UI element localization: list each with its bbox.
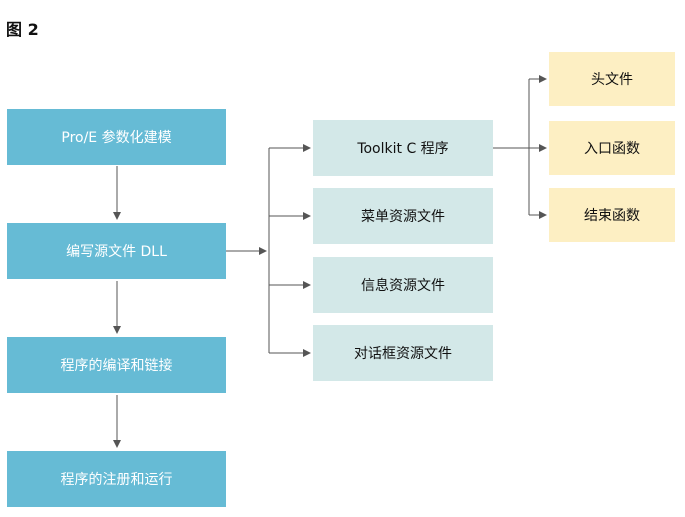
source-toolkit-c: Toolkit C 程序 [313, 120, 493, 176]
source-info-resource: 信息资源文件 [313, 257, 493, 313]
step-compile-link: 程序的编译和链接 [7, 337, 226, 393]
source-dialog-resource: 对话框资源文件 [313, 325, 493, 381]
source-menu-resource: 菜单资源文件 [313, 188, 493, 244]
step-write-dll: 编写源文件 DLL [7, 223, 226, 279]
part-entry-function: 入口函数 [549, 121, 675, 175]
part-exit-function: 结束函数 [549, 188, 675, 242]
figure-label: 图 2 [6, 20, 39, 39]
part-header-file: 头文件 [549, 52, 675, 106]
step-register-run: 程序的注册和运行 [7, 451, 226, 507]
step-proe-modeling: Pro/E 参数化建模 [7, 109, 226, 165]
